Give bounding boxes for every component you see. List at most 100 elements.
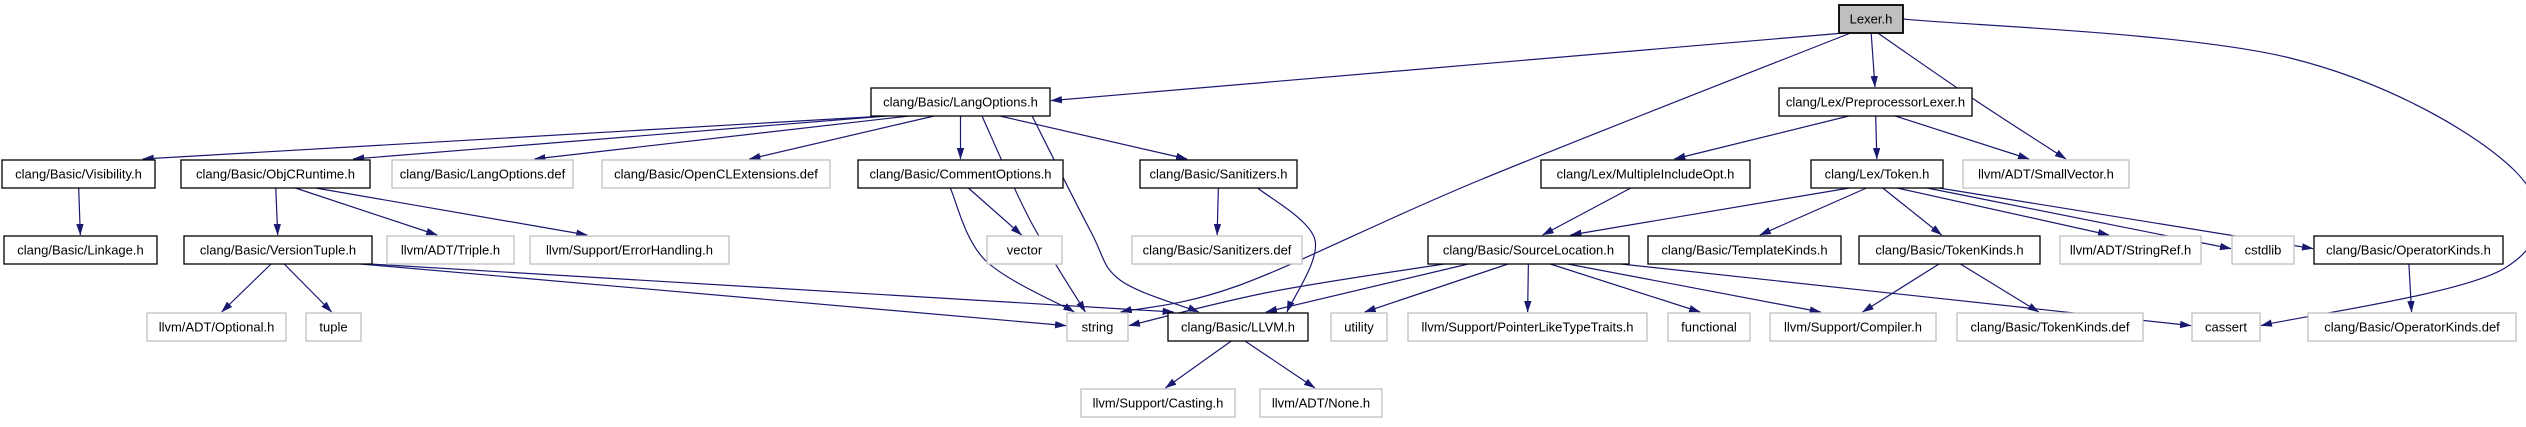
edge-objcruntime-errorhandling — [315, 187, 588, 237]
node-label: clang/Lex/MultipleIncludeOpt.h — [1557, 167, 1735, 182]
node-box — [391, 159, 574, 189]
node-label: llvm/ADT/None.h — [1272, 396, 1370, 411]
node-label: clang/Basic/SourceLocation.h — [1443, 243, 1614, 258]
node-label: llvm/Support/Compiler.h — [1784, 320, 1922, 335]
node-box — [1962, 159, 2130, 189]
node-box[interactable] — [2313, 235, 2504, 265]
edge-llvm-none — [1244, 340, 1316, 389]
graph-node-operatorkinds[interactable]: clang/Basic/OperatorKinds.h — [2313, 235, 2504, 265]
node-label: clang/Basic/TokenKinds.def — [1971, 320, 2130, 335]
edge-token-templatekinds — [1759, 187, 1867, 236]
edge-lexer-preprocessorlexer — [1870, 32, 1878, 88]
edge-sourcelocation-llvm — [1265, 263, 1469, 314]
node-box[interactable] — [3, 235, 158, 265]
edge-sourcelocation-pointerliketypetraits — [1524, 263, 1532, 313]
graph-node-vector: vector — [986, 235, 1063, 265]
edge-operatorkinds-operatorkindsdef — [2407, 263, 2415, 313]
graph-node-optional: llvm/ADT/Optional.h — [146, 312, 287, 342]
graph-node-sourcelocation[interactable]: clang/Basic/SourceLocation.h — [1427, 235, 1630, 265]
graph-node-functional: functional — [1667, 312, 1751, 342]
graph-node-objcruntime[interactable]: clang/Basic/ObjCRuntime.h — [180, 159, 371, 189]
node-box — [1838, 4, 1904, 34]
node-box[interactable] — [1858, 235, 2041, 265]
edge-langoptions-openclextensionsdef — [748, 115, 935, 161]
graph-node-linkage[interactable]: clang/Basic/Linkage.h — [3, 235, 158, 265]
graph-node-errorhandling: llvm/Support/ErrorHandling.h — [529, 235, 730, 265]
edge-commentoptions-string — [949, 187, 1075, 313]
node-box[interactable] — [1647, 235, 1842, 265]
node-label: llvm/ADT/SmallVector.h — [1978, 167, 2114, 182]
graph-node-tokenkindsdef: clang/Basic/TokenKinds.def — [1956, 312, 2144, 342]
node-label: string — [1082, 320, 1114, 335]
node-label: clang/Basic/LangOptions.h — [883, 95, 1038, 110]
graph-node-langoptionsdef: clang/Basic/LangOptions.def — [391, 159, 574, 189]
node-box[interactable] — [1427, 235, 1630, 265]
node-label: tuple — [319, 320, 347, 335]
graph-node-token[interactable]: clang/Lex/Token.h — [1810, 159, 1944, 189]
graph-node-templatekinds[interactable]: clang/Basic/TemplateKinds.h — [1647, 235, 1842, 265]
node-box[interactable] — [870, 87, 1051, 117]
graph-node-multipleincludeopt[interactable]: clang/Lex/MultipleIncludeOpt.h — [1540, 159, 1751, 189]
graph-node-commentoptions[interactable]: clang/Basic/CommentOptions.h — [857, 159, 1064, 189]
graph-node-tuple: tuple — [305, 312, 362, 342]
node-box[interactable] — [857, 159, 1064, 189]
graph-node-versiontuple[interactable]: clang/Basic/VersionTuple.h — [183, 235, 373, 265]
edge-langoptions-string — [981, 115, 1086, 313]
graph-node-visibility[interactable]: clang/Basic/Visibility.h — [1, 159, 156, 189]
graph-node-utility: utility — [1330, 312, 1388, 342]
edge-lexer-string — [1120, 32, 1851, 314]
graph-node-sanitizers[interactable]: clang/Basic/Sanitizers.h — [1139, 159, 1298, 189]
graph-node-casting: llvm/Support/Casting.h — [1080, 388, 1236, 418]
node-box[interactable] — [1540, 159, 1751, 189]
edge-objcruntime-triple — [295, 187, 438, 236]
node-label: clang/Basic/Linkage.h — [17, 243, 143, 258]
edge-tokenkinds-compiler — [1862, 263, 1940, 313]
node-box[interactable] — [1167, 312, 1309, 342]
node-box — [146, 312, 287, 342]
node-box[interactable] — [1810, 159, 1944, 189]
edge-llvm-casting — [1164, 340, 1232, 389]
node-box — [1956, 312, 2144, 342]
edge-langoptions-langoptionsdef — [533, 115, 910, 162]
node-label: clang/Basic/ObjCRuntime.h — [196, 167, 355, 182]
node-box — [1769, 312, 1937, 342]
edge-versiontuple-string — [360, 263, 1067, 329]
node-label: clang/Lex/Token.h — [1825, 167, 1930, 182]
graph-node-none: llvm/ADT/None.h — [1259, 388, 1383, 418]
node-box — [1330, 312, 1388, 342]
node-box — [1066, 312, 1129, 342]
node-box — [601, 159, 831, 189]
graph-node-operatorkindsdef: clang/Basic/OperatorKinds.def — [2307, 312, 2517, 342]
node-box — [529, 235, 730, 265]
graph-node-llvm[interactable]: clang/Basic/LLVM.h — [1167, 312, 1309, 342]
node-box[interactable] — [1139, 159, 1298, 189]
edge-langoptions-objcruntime — [352, 115, 887, 162]
node-label: clang/Basic/OperatorKinds.def — [2324, 320, 2500, 335]
node-box — [2231, 235, 2295, 265]
node-box[interactable] — [1778, 87, 1973, 117]
graph-node-tokenkinds[interactable]: clang/Basic/TokenKinds.h — [1858, 235, 2041, 265]
graph-node-cassert: cassert — [2191, 312, 2261, 342]
edge-sourcelocation-utility — [1364, 263, 1509, 313]
edge-multipleincludeopt-sourcelocation — [1542, 187, 1632, 236]
graph-node-preprocessorlexer[interactable]: clang/Lex/PreprocessorLexer.h — [1778, 87, 1973, 117]
node-label: clang/Basic/LangOptions.def — [400, 167, 566, 182]
node-box[interactable] — [1, 159, 156, 189]
edge-sanitizers-sanitizersdef — [1213, 187, 1222, 236]
edge-langoptions-llvm — [1031, 115, 1200, 313]
node-box — [2307, 312, 2517, 342]
edge-preprocessorlexer-multipleincludeopt — [1673, 115, 1850, 160]
node-box — [2059, 235, 2202, 265]
node-box — [986, 235, 1063, 265]
node-label: clang/Basic/VersionTuple.h — [200, 243, 356, 258]
edge-preprocessorlexer-smallvector — [1895, 115, 2030, 160]
edge-commentoptions-vector — [967, 187, 1023, 236]
graph-node-compiler: llvm/Support/Compiler.h — [1769, 312, 1937, 342]
node-box[interactable] — [180, 159, 371, 189]
node-box[interactable] — [183, 235, 373, 265]
graph-node-langoptions[interactable]: clang/Basic/LangOptions.h — [870, 87, 1051, 117]
node-label: clang/Basic/Sanitizers.h — [1149, 167, 1287, 182]
edge-versiontuple-optional — [221, 263, 272, 313]
